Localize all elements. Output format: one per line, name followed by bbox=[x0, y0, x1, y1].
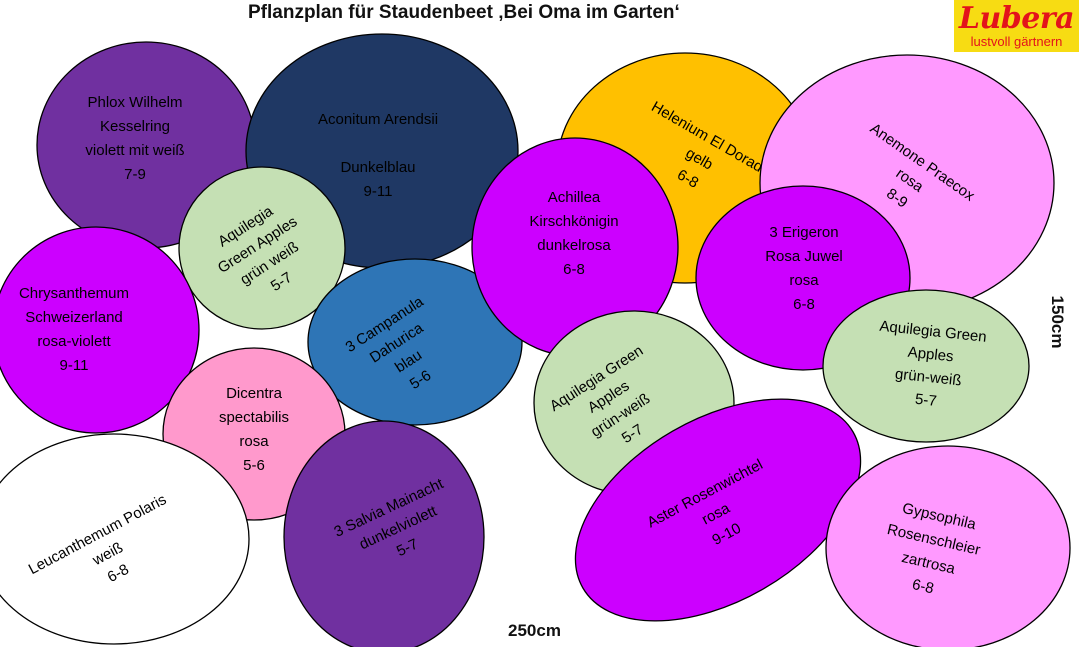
plant-label-line: 6-8 bbox=[793, 296, 815, 313]
plant-campanula: 3 CampanulaDahuricablau5-6 bbox=[307, 258, 523, 426]
plant-label-line: Kesselring bbox=[100, 118, 170, 135]
plant-area-campanula bbox=[307, 258, 523, 426]
plant-area-aquilegia-3 bbox=[822, 289, 1030, 443]
plant-label-line: 6-8 bbox=[910, 576, 935, 597]
plant-label-line: Phlox Wilhelm bbox=[87, 94, 182, 111]
plant-label-line: 6-8 bbox=[563, 261, 585, 278]
plant-aster: Aster Rosenwichtelrosa9-10 bbox=[574, 398, 862, 622]
plant-aquilegia-3: Aquilegia GreenApplesgrün-weiß5-7 bbox=[822, 289, 1030, 443]
lubera-logo[interactable]: Lubera lustvoll gärtnern bbox=[954, 0, 1079, 52]
plant-label-dicentra: Dicentra spectabilis rosa 5-6 bbox=[219, 385, 289, 474]
bed-width-label: 250cm bbox=[508, 621, 561, 640]
plant-label-line: 9-11 bbox=[364, 183, 393, 200]
plant-label-line: Chrysanthemum bbox=[19, 285, 129, 302]
plant-label-line: Aconitum Arendsii bbox=[318, 111, 438, 128]
plant-label-line: rosa bbox=[789, 272, 819, 289]
plant-label-line: grün-weiß bbox=[894, 366, 962, 390]
plant-label-line: Dicentra bbox=[226, 385, 283, 402]
plant-area-salvia bbox=[283, 420, 485, 647]
logo-tagline: lustvoll gärtnern bbox=[970, 34, 1063, 49]
plant-gypsophila: GypsophilaRosenschleierzartrosa6-8 bbox=[825, 445, 1071, 647]
logo-brand: Lubera bbox=[958, 1, 1075, 36]
plant-leucanthemum: Leucanthemum Polarisweiß6-8 bbox=[0, 433, 250, 645]
plant-area-leucanthemum bbox=[0, 433, 250, 645]
plant-area-gypsophila bbox=[825, 445, 1071, 647]
plant-label-line: rosa-violett bbox=[37, 333, 111, 350]
plant-label-line: violett mit weiß bbox=[85, 142, 184, 159]
plant-label-line: rosa bbox=[239, 433, 269, 450]
plant-label-line: Apples bbox=[907, 344, 954, 366]
plant-aquilegia-1: AquilegiaGreen Applesgrün weiß5-7 bbox=[178, 166, 346, 330]
bed-height-label: 150cm bbox=[1048, 295, 1067, 349]
plant-label-line: dunkelrosa bbox=[537, 237, 611, 254]
page-title: Pflanzplan für Staudenbeet ‚Bei Oma im G… bbox=[248, 2, 680, 23]
plant-label-line: 5-7 bbox=[914, 391, 937, 410]
plant-label-line: Dunkelblau bbox=[340, 159, 415, 176]
plant-label-line: 7-9 bbox=[124, 166, 146, 183]
plant-label-line: 9-11 bbox=[60, 357, 89, 374]
plant-label-line: Kirschkönigin bbox=[529, 213, 618, 230]
plant-label-line: 5-6 bbox=[243, 457, 265, 474]
plant-label-line: Schweizerland bbox=[25, 309, 123, 326]
plant-area-aster bbox=[574, 398, 862, 622]
plant-label-line: spectabilis bbox=[219, 409, 289, 426]
plant-area-aquilegia-1 bbox=[178, 166, 346, 330]
plant-label-line: Achillea bbox=[548, 189, 601, 206]
plant-label-line: Rosa Juwel bbox=[765, 248, 843, 265]
plant-area-chrysanthemum bbox=[0, 226, 200, 434]
plant-label-line: 3 Erigeron bbox=[769, 224, 838, 241]
plant-salvia: 3 Salvia Mainachtdunkelviolett5-7 bbox=[283, 420, 485, 647]
